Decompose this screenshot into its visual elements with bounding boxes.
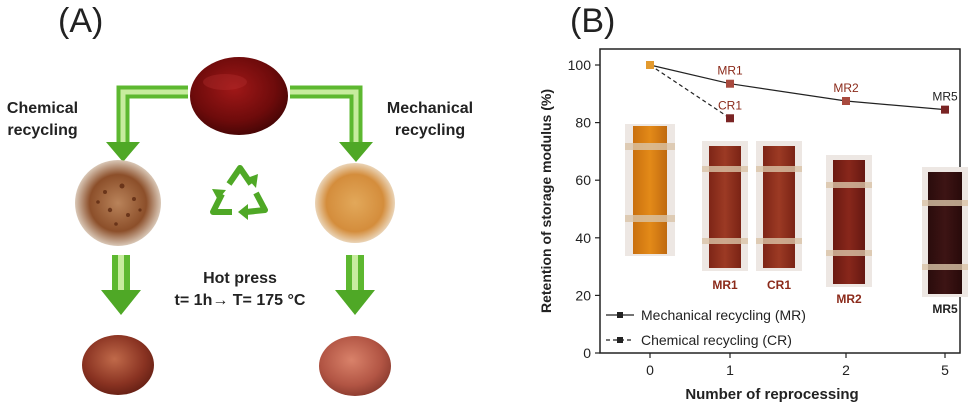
series-line-mr [649, 64, 946, 111]
legend-marker-mr [617, 312, 623, 318]
arrow-mechanical-down [335, 255, 375, 315]
y-axis-title: Retention of storage modulus (%) [538, 89, 554, 313]
arrow-chemical-down [101, 255, 141, 315]
sample-label: CR1 [767, 278, 791, 292]
y-tick-label: 20 [575, 287, 591, 303]
x-axis-title: Number of reprocessing [685, 386, 858, 403]
chemical-recycling-label: Chemical recycling [6, 100, 79, 139]
chemical-recycled-powder [75, 160, 161, 246]
hot-press-label: Hot press t= 1h→ T= 175 °C [160, 268, 320, 312]
x-tick-label: 5 [941, 362, 949, 378]
y-tick-label: 100 [568, 57, 592, 73]
y-tick-label: 0 [583, 345, 591, 361]
recycle-icon [210, 165, 268, 215]
series-line-cr [649, 64, 731, 119]
recycling-scheme [75, 57, 395, 396]
arrow-to-mechanical [290, 85, 373, 162]
x-tick-label: 1 [726, 362, 734, 378]
data-point [726, 79, 734, 88]
mechanical-recycled-powder [315, 163, 395, 243]
legend-cr: Chemical recycling (CR) [641, 332, 792, 348]
sample-photos [625, 124, 968, 297]
arrow-to-chemical [106, 85, 188, 162]
x-tick-label: 2 [842, 362, 850, 378]
data-point [646, 61, 654, 69]
y-tick-label: 80 [575, 115, 591, 131]
hot-press-conditions: t= 1h→ T= 175 °C [174, 292, 306, 309]
chemical-reprocessed-disk [82, 335, 154, 395]
hot-press-title: Hot press [203, 270, 277, 287]
data-point [941, 105, 949, 114]
legend: Mechanical recycling (MR) Chemical recyc… [606, 307, 806, 348]
point-label: CR1 [718, 98, 742, 112]
mechanical-reprocessed-disk [319, 336, 391, 396]
sample-label: MR1 [712, 278, 738, 292]
y-tick-label: 60 [575, 172, 591, 188]
point-label: MR2 [833, 81, 859, 95]
panel-a-label: (A) [58, 2, 104, 40]
data-point [842, 97, 850, 105]
point-label: MR5 [932, 90, 958, 104]
x-tick-label: 0 [646, 362, 654, 378]
sample-label: MR5 [932, 302, 958, 316]
panel-b-label: (B) [570, 2, 616, 40]
point-label: MR1 [717, 64, 743, 78]
legend-mr: Mechanical recycling (MR) [641, 307, 806, 323]
modulus-chart: Mechanical recycling (MR) Chemical recyc… [538, 48, 968, 403]
mechanical-recycling-label: Mechanical recycling [386, 100, 474, 139]
pristine-disk [190, 57, 288, 135]
sample-label: MR2 [836, 292, 862, 306]
legend-marker-cr [617, 337, 623, 343]
y-tick-label: 40 [575, 230, 591, 246]
data-point [726, 114, 734, 123]
